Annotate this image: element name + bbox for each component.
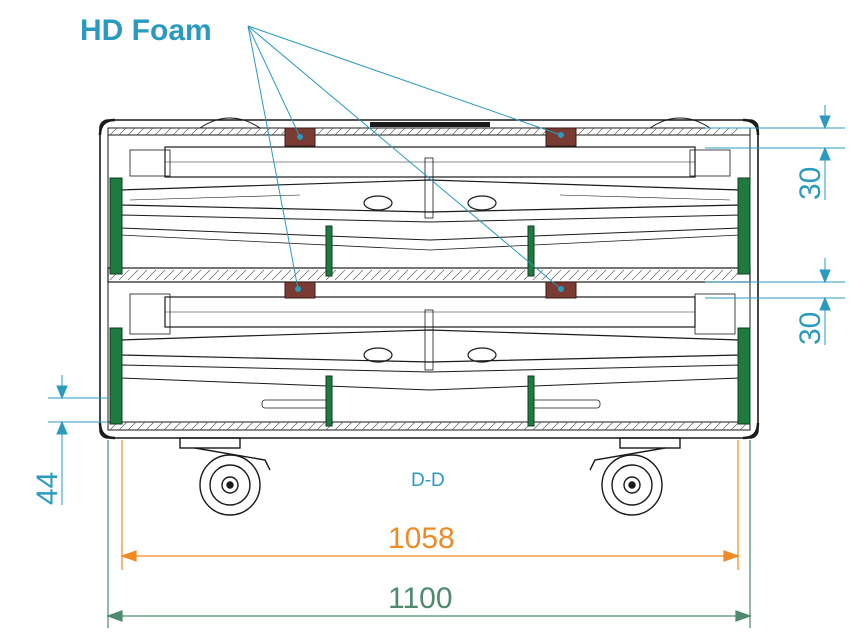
foam-leader-lines bbox=[247, 25, 564, 292]
dim-middle-gap bbox=[705, 258, 845, 345]
section-label: D-D bbox=[411, 470, 445, 491]
dim-inner-width bbox=[120, 440, 740, 570]
case-body bbox=[98, 117, 760, 440]
lower-stage-deck bbox=[119, 293, 741, 409]
green-rails bbox=[109, 177, 751, 427]
dim-middle-gap-value: 30 bbox=[794, 312, 827, 345]
hatch-bands bbox=[109, 127, 749, 431]
dim-base-height-value: 44 bbox=[31, 472, 64, 505]
hd-foam-label: HD Foam bbox=[80, 14, 212, 47]
dim-top-gap-value: 30 bbox=[794, 167, 827, 200]
upper-stage-deck bbox=[119, 146, 741, 251]
dim-base-height bbox=[48, 375, 108, 505]
caster-wheels bbox=[179, 437, 681, 516]
dim-outer-width-value: 1100 bbox=[388, 582, 453, 615]
dim-inner-width-value: 1058 bbox=[388, 522, 455, 555]
dim-outer-width bbox=[106, 440, 752, 628]
dim-top-gap bbox=[705, 105, 845, 200]
